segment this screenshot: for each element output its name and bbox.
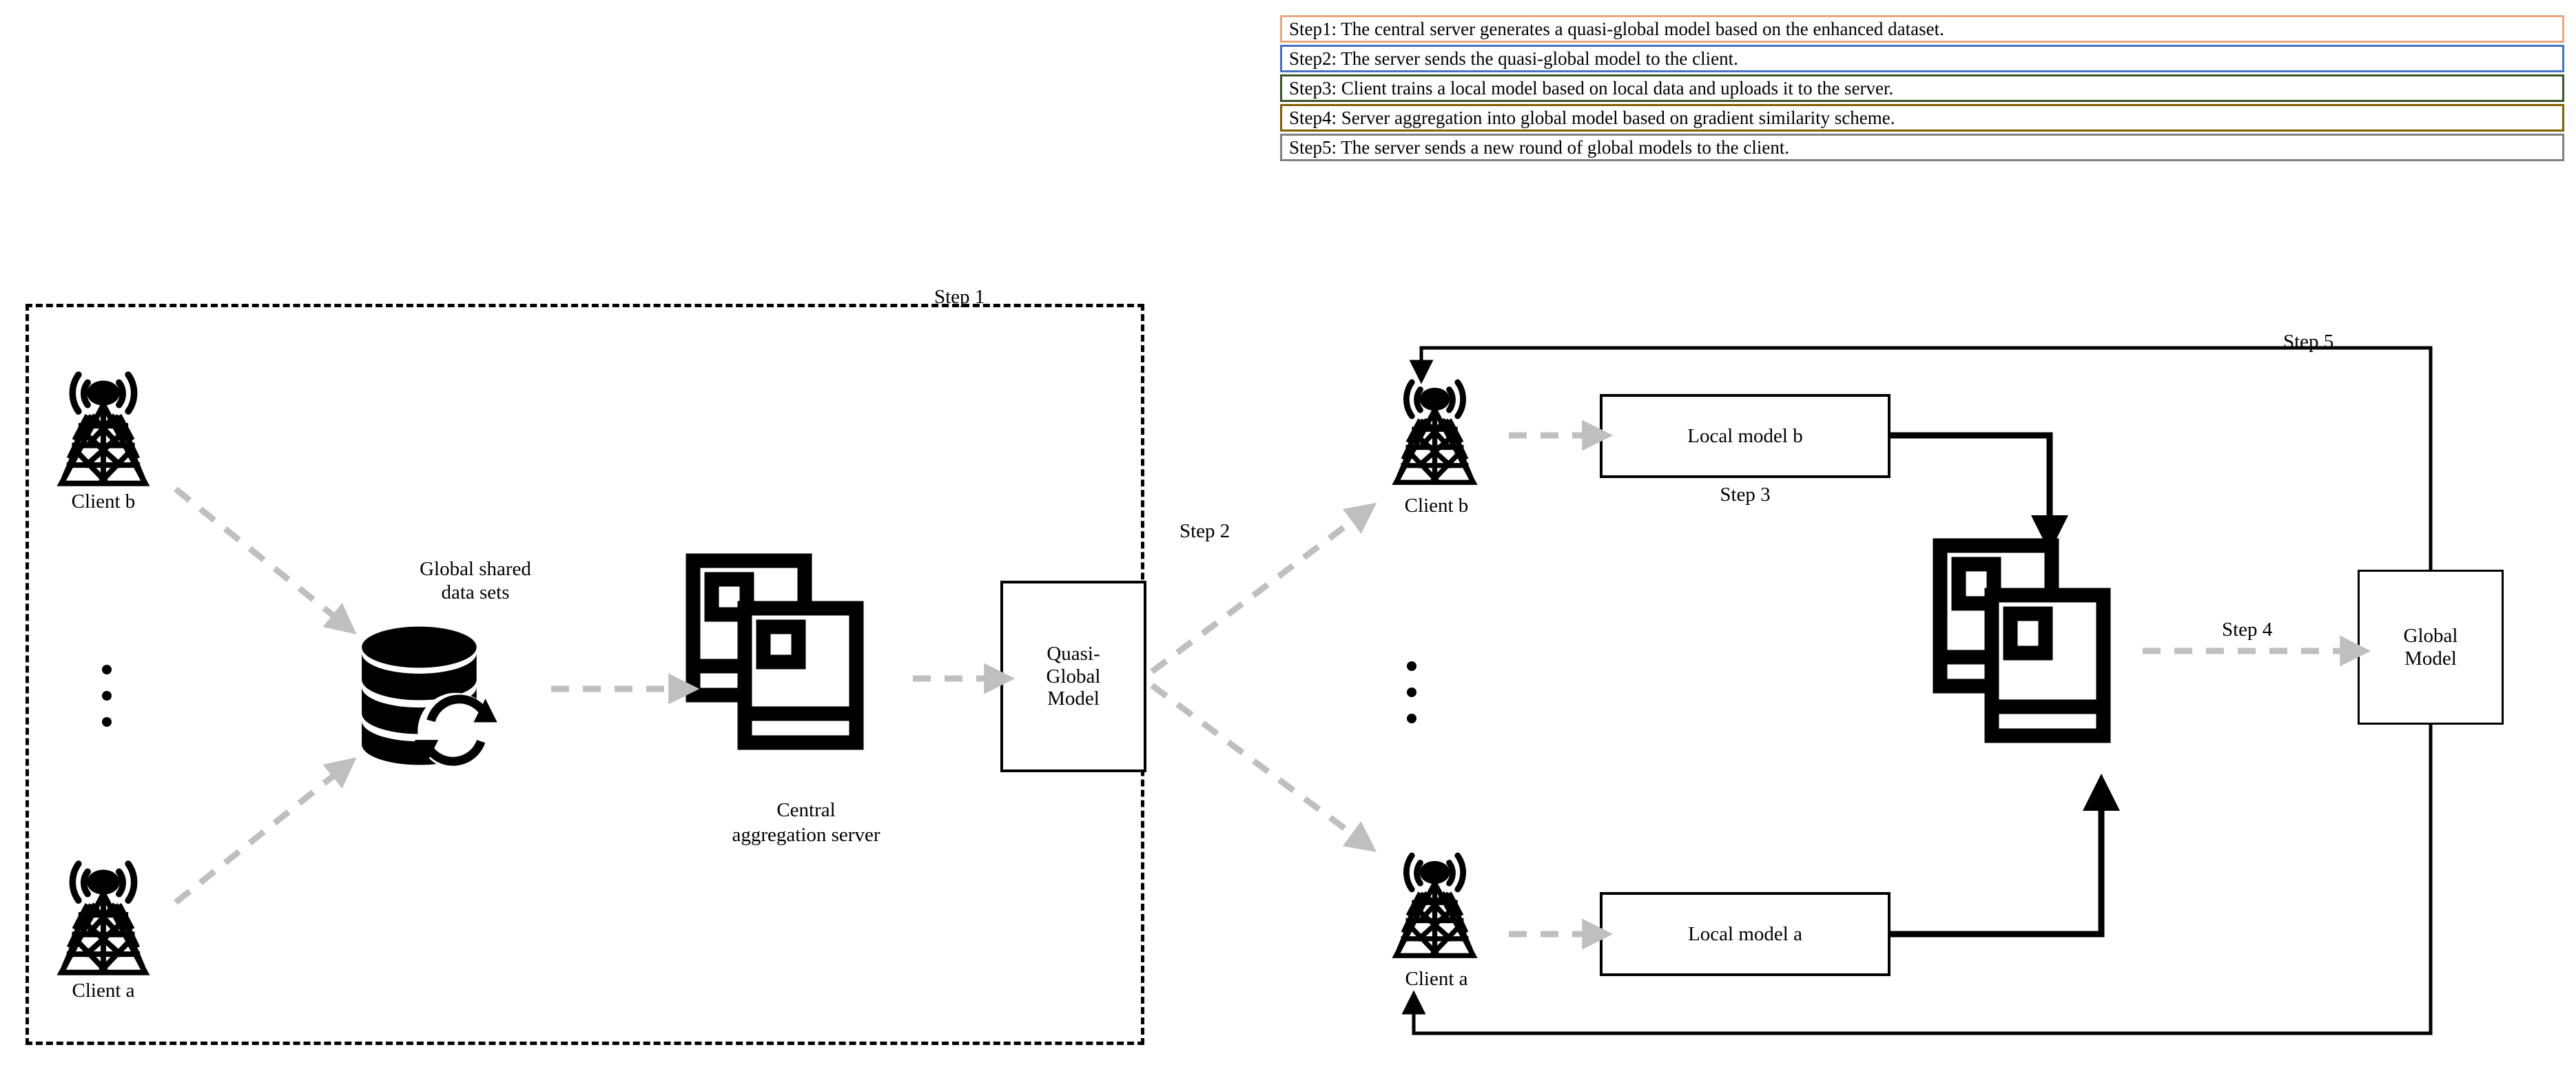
central-server-label-line1: Central xyxy=(776,799,836,821)
local-model-b-box[interactable]: Local model b xyxy=(1600,394,1890,478)
legend-text-step4: Step4: Server aggregation into global mo… xyxy=(1289,107,1895,128)
client-b-label-right: Client b xyxy=(1404,495,1469,517)
global-model-box[interactable]: Global Model xyxy=(2358,570,2504,725)
line-step5-to-client-b xyxy=(1409,346,2433,570)
local-model-a-box[interactable]: Local model a xyxy=(1600,892,1890,976)
client-a-tower-icon-right xyxy=(1374,842,1495,966)
left-clients-ellipsis xyxy=(102,665,112,743)
global-shared-datasets-label-line1: Global shared xyxy=(420,558,531,580)
legend-text-step2: Step2: The server sends the quasi-global… xyxy=(1289,48,1738,69)
client-b-tower-icon-right xyxy=(1374,369,1495,493)
quasi-global-model-box[interactable]: Quasi- Global Model xyxy=(1000,581,1146,772)
legend-row-step1: Step1: The central server generates a qu… xyxy=(1280,15,2564,43)
line-local-model-b-to-server xyxy=(1890,432,2068,552)
step1-dashed-region xyxy=(25,304,1144,1045)
arrow-step2-to-client-a xyxy=(1150,683,1377,853)
global-model-line2: Model xyxy=(2404,647,2457,670)
central-aggregation-server-icon xyxy=(686,553,916,784)
central-server-label-line2: aggregation server xyxy=(732,824,880,846)
aggregation-server-icon-right xyxy=(1933,538,2163,782)
legend-text-step3: Step3: Client trains a local model based… xyxy=(1289,77,1894,99)
client-a-tower-icon xyxy=(38,851,169,982)
legend-text-step1: Step1: The central server generates a qu… xyxy=(1289,18,1944,39)
step1-label: Step 1 xyxy=(934,286,985,308)
global-model-line1: Global xyxy=(2403,625,2458,648)
legend-row-step3: Step3: Client trains a local model based… xyxy=(1280,74,2564,102)
quasi-global-model-line1: Quasi- xyxy=(1047,643,1100,665)
line-local-model-a-to-server xyxy=(1890,774,2120,938)
legend-row-step5: Step5: The server sends a new round of g… xyxy=(1280,134,2564,161)
legend-text-step5: Step5: The server sends a new round of g… xyxy=(1289,136,1790,158)
client-a-label-right: Client a xyxy=(1405,968,1468,990)
client-a-label-left: Client a xyxy=(72,980,135,1002)
step4-label: Step 4 xyxy=(2222,619,2273,641)
quasi-global-model-line3: Model xyxy=(1047,687,1100,710)
local-model-b-label: Local model b xyxy=(1687,424,1803,447)
step5-label: Step 5 xyxy=(2283,331,2334,353)
step-legend: Step1: The central server generates a qu… xyxy=(1280,15,2564,163)
legend-row-step4: Step4: Server aggregation into global mo… xyxy=(1280,104,2564,132)
line-step5-to-client-a xyxy=(1401,725,2433,1035)
quasi-global-model-line2: Global xyxy=(1046,665,1101,687)
legend-row-step2: Step2: The server sends the quasi-global… xyxy=(1280,45,2564,72)
step3-label: Step 3 xyxy=(1720,484,1771,506)
local-model-a-label: Local model a xyxy=(1688,922,1802,945)
database-icon xyxy=(350,620,512,772)
right-clients-ellipsis xyxy=(1407,661,1416,740)
client-b-tower-icon xyxy=(38,362,169,493)
step2-label: Step 2 xyxy=(1179,520,1230,542)
global-shared-datasets-label-line2: data sets xyxy=(441,581,510,603)
client-b-label-left: Client b xyxy=(71,490,136,513)
